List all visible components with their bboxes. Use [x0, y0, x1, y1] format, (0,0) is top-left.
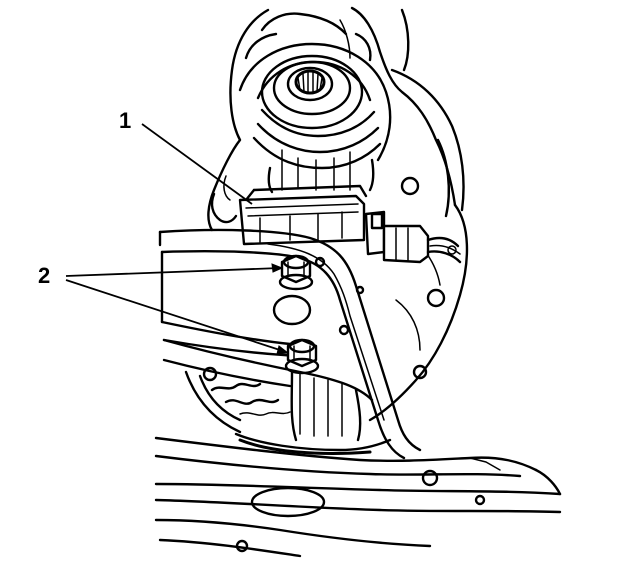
sensor-connector: [238, 184, 462, 264]
lower-housing: [184, 366, 392, 455]
frame-rail: [154, 436, 562, 558]
mounting-bracket: [158, 228, 422, 460]
callout-label-1: 1: [119, 108, 131, 133]
callout-1: 1: [119, 108, 253, 205]
bolt-upper: [278, 254, 314, 291]
arrowhead-2a: [271, 263, 284, 273]
splined-hub: [294, 69, 326, 95]
leader-line-2a: [65, 267, 281, 277]
bolt-lower: [284, 338, 320, 375]
upper-housing: [207, 6, 457, 232]
leader-line-1: [141, 123, 253, 205]
callout-2: 2: [38, 263, 290, 355]
right-flange: [368, 68, 469, 422]
leader-line-2b: [65, 279, 287, 353]
arrowhead-2b: [276, 345, 290, 355]
callout-label-2: 2: [38, 263, 50, 288]
